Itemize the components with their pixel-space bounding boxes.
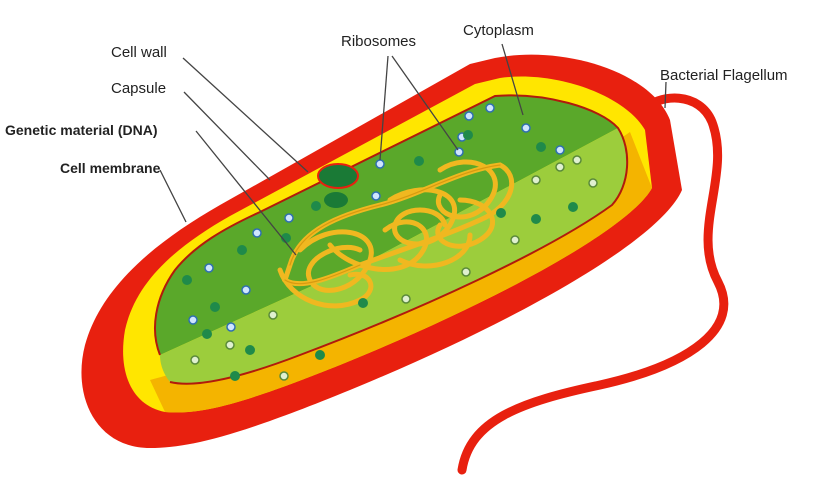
label-genetic-material: Genetic material (DNA) — [5, 122, 158, 138]
label-ribosomes: Ribosomes — [341, 33, 417, 50]
leader-flagellum — [664, 81, 667, 109]
leader-cytoplasm — [501, 43, 524, 116]
leader-cell-membrane — [159, 169, 187, 223]
leader-lines — [159, 43, 667, 256]
label-cytoplasm: Cytoplasm — [463, 22, 534, 39]
cytoplasm-top — [155, 95, 618, 355]
label-flagellum: Bacterial Flagellum — [660, 67, 788, 84]
leader-cell-wall — [182, 57, 309, 173]
leader-dna — [195, 130, 297, 256]
label-capsule: Capsule — [111, 80, 167, 97]
leader-ribosome-1 — [379, 55, 389, 161]
dark-granule — [324, 192, 348, 208]
leader-capsule — [183, 91, 271, 181]
dna-coil-outline — [284, 164, 501, 285]
leader-ribosome-2 — [391, 55, 459, 151]
flagellum — [457, 93, 729, 475]
label-cell-wall: Cell wall — [111, 44, 167, 61]
cell-membrane — [154, 94, 629, 385]
label-cell-membrane: Cell membrane — [60, 160, 161, 176]
plasmid — [317, 163, 359, 189]
dark-ribosome-particles — [182, 130, 578, 381]
ribosome-particles — [188, 103, 598, 381]
